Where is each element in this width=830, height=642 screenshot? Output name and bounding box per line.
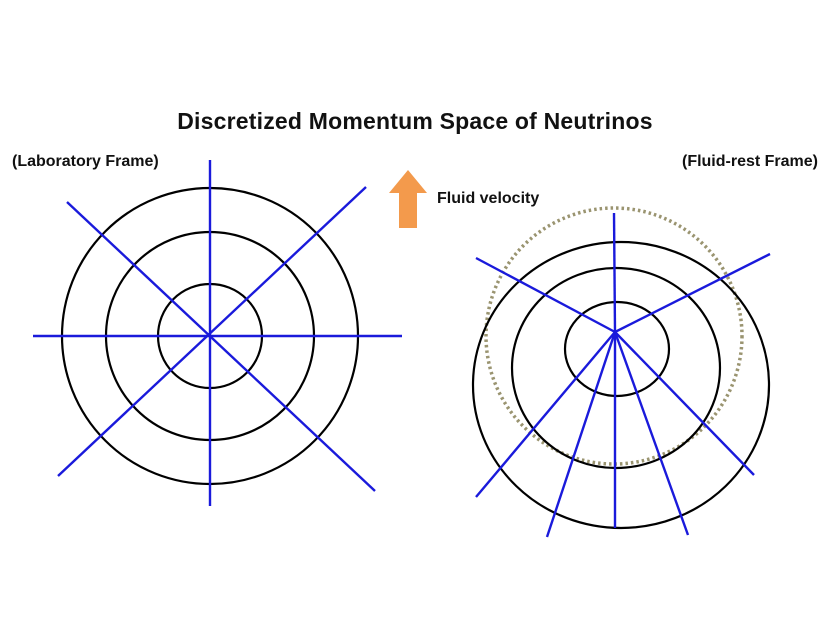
fluid-velocity-arrow-icon xyxy=(389,170,427,228)
fluid-rest-frame-diagram xyxy=(471,206,771,538)
fluid-outer-circle xyxy=(471,240,771,530)
lab-ray-diagonal-2 xyxy=(57,186,367,477)
fluid-ray-up xyxy=(612,212,617,333)
fluid-ray-down-right-2 xyxy=(614,331,755,476)
fluid-ray-upper-left xyxy=(475,256,616,334)
fluid-ray-upper-right xyxy=(614,252,771,334)
diagram-title: Discretized Momentum Space of Neutrinos xyxy=(177,108,653,134)
fluid-velocity-label: Fluid velocity xyxy=(437,190,540,207)
fluid-rest-frame-label: (Fluid-rest Frame) xyxy=(681,153,818,170)
lab-ray-diagonal-1 xyxy=(66,201,376,492)
fluid-inner-circle xyxy=(563,300,671,398)
fluid-ray-lower-left xyxy=(475,331,616,498)
fluid-dotted-circle xyxy=(484,206,744,466)
fluid-ray-down-left-2 xyxy=(545,331,617,538)
laboratory-frame-label: (Laboratory Frame) xyxy=(12,153,159,170)
laboratory-frame-diagram xyxy=(33,160,402,506)
fluid-ray-down-right-1 xyxy=(613,331,690,536)
